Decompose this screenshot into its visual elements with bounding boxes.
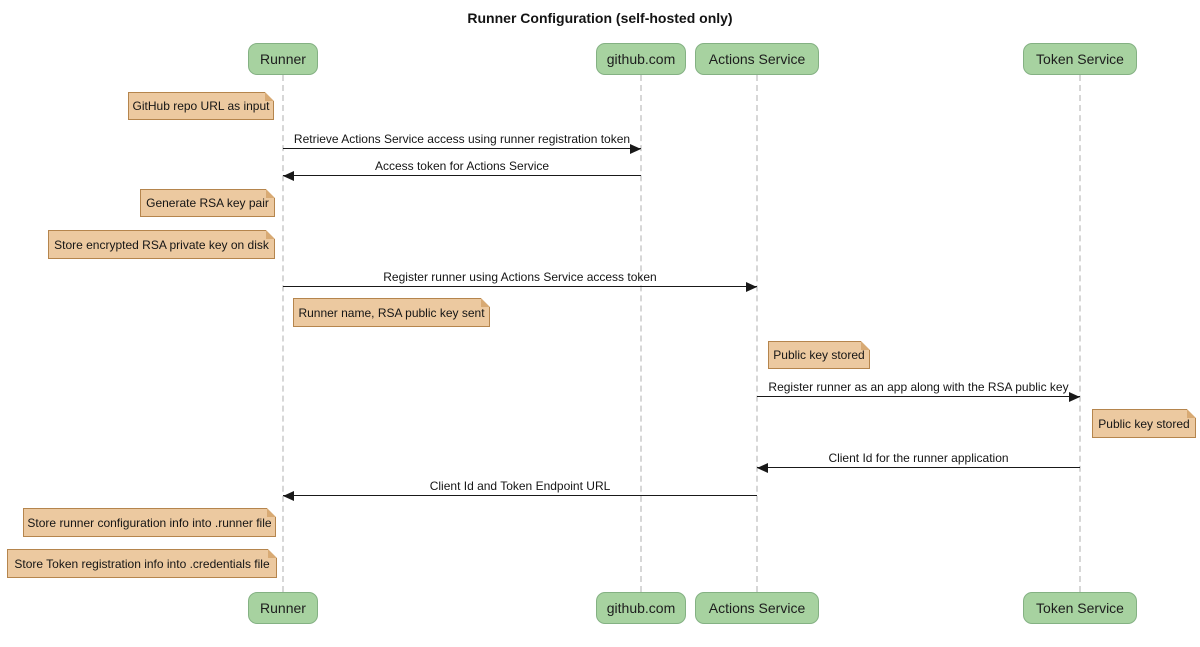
message-line: [757, 396, 1080, 397]
message-line: [757, 467, 1080, 468]
arrowhead-icon: [1069, 391, 1080, 402]
participant-github-top: github.com: [596, 43, 686, 75]
note: Store runner configuration info into .ru…: [23, 508, 276, 537]
message-line: [283, 175, 641, 176]
note: GitHub repo URL as input: [128, 92, 274, 120]
note: Store encrypted RSA private key on disk: [48, 230, 275, 259]
message-label: Client Id and Token Endpoint URL: [429, 479, 611, 493]
arrowhead-icon: [746, 281, 757, 292]
note: Public key stored: [1092, 409, 1196, 438]
message-label: Register runner using Actions Service ac…: [383, 270, 657, 284]
arrowhead-icon: [283, 490, 294, 501]
participant-github-bottom: github.com: [596, 592, 686, 624]
message-label: Register runner as an app along with the…: [768, 380, 1069, 394]
note: Runner name, RSA public key sent: [293, 298, 490, 327]
arrowhead-icon: [283, 170, 294, 181]
lifeline-runner: [282, 75, 284, 592]
lifeline-token: [1079, 75, 1081, 592]
message-line: [283, 286, 757, 287]
message-line: [283, 148, 641, 149]
message-label: Access token for Actions Service: [374, 159, 550, 173]
diagram-title: Runner Configuration (self-hosted only): [467, 10, 733, 26]
message-line: [283, 495, 757, 496]
participant-actions-top: Actions Service: [695, 43, 819, 75]
note: Public key stored: [768, 341, 870, 369]
message-label: Client Id for the runner application: [828, 451, 1009, 465]
note: Store Token registration info into .cred…: [7, 549, 277, 578]
arrowhead-icon: [757, 462, 768, 473]
participant-token-bottom: Token Service: [1023, 592, 1137, 624]
participant-token-top: Token Service: [1023, 43, 1137, 75]
arrowhead-icon: [630, 143, 641, 154]
note: Generate RSA key pair: [140, 189, 275, 217]
participant-actions-bottom: Actions Service: [695, 592, 819, 624]
message-label: Retrieve Actions Service access using ru…: [293, 132, 631, 146]
participant-runner-bottom: Runner: [248, 592, 318, 624]
lifeline-actions: [756, 75, 758, 592]
lifeline-github: [640, 75, 642, 592]
participant-runner-top: Runner: [248, 43, 318, 75]
